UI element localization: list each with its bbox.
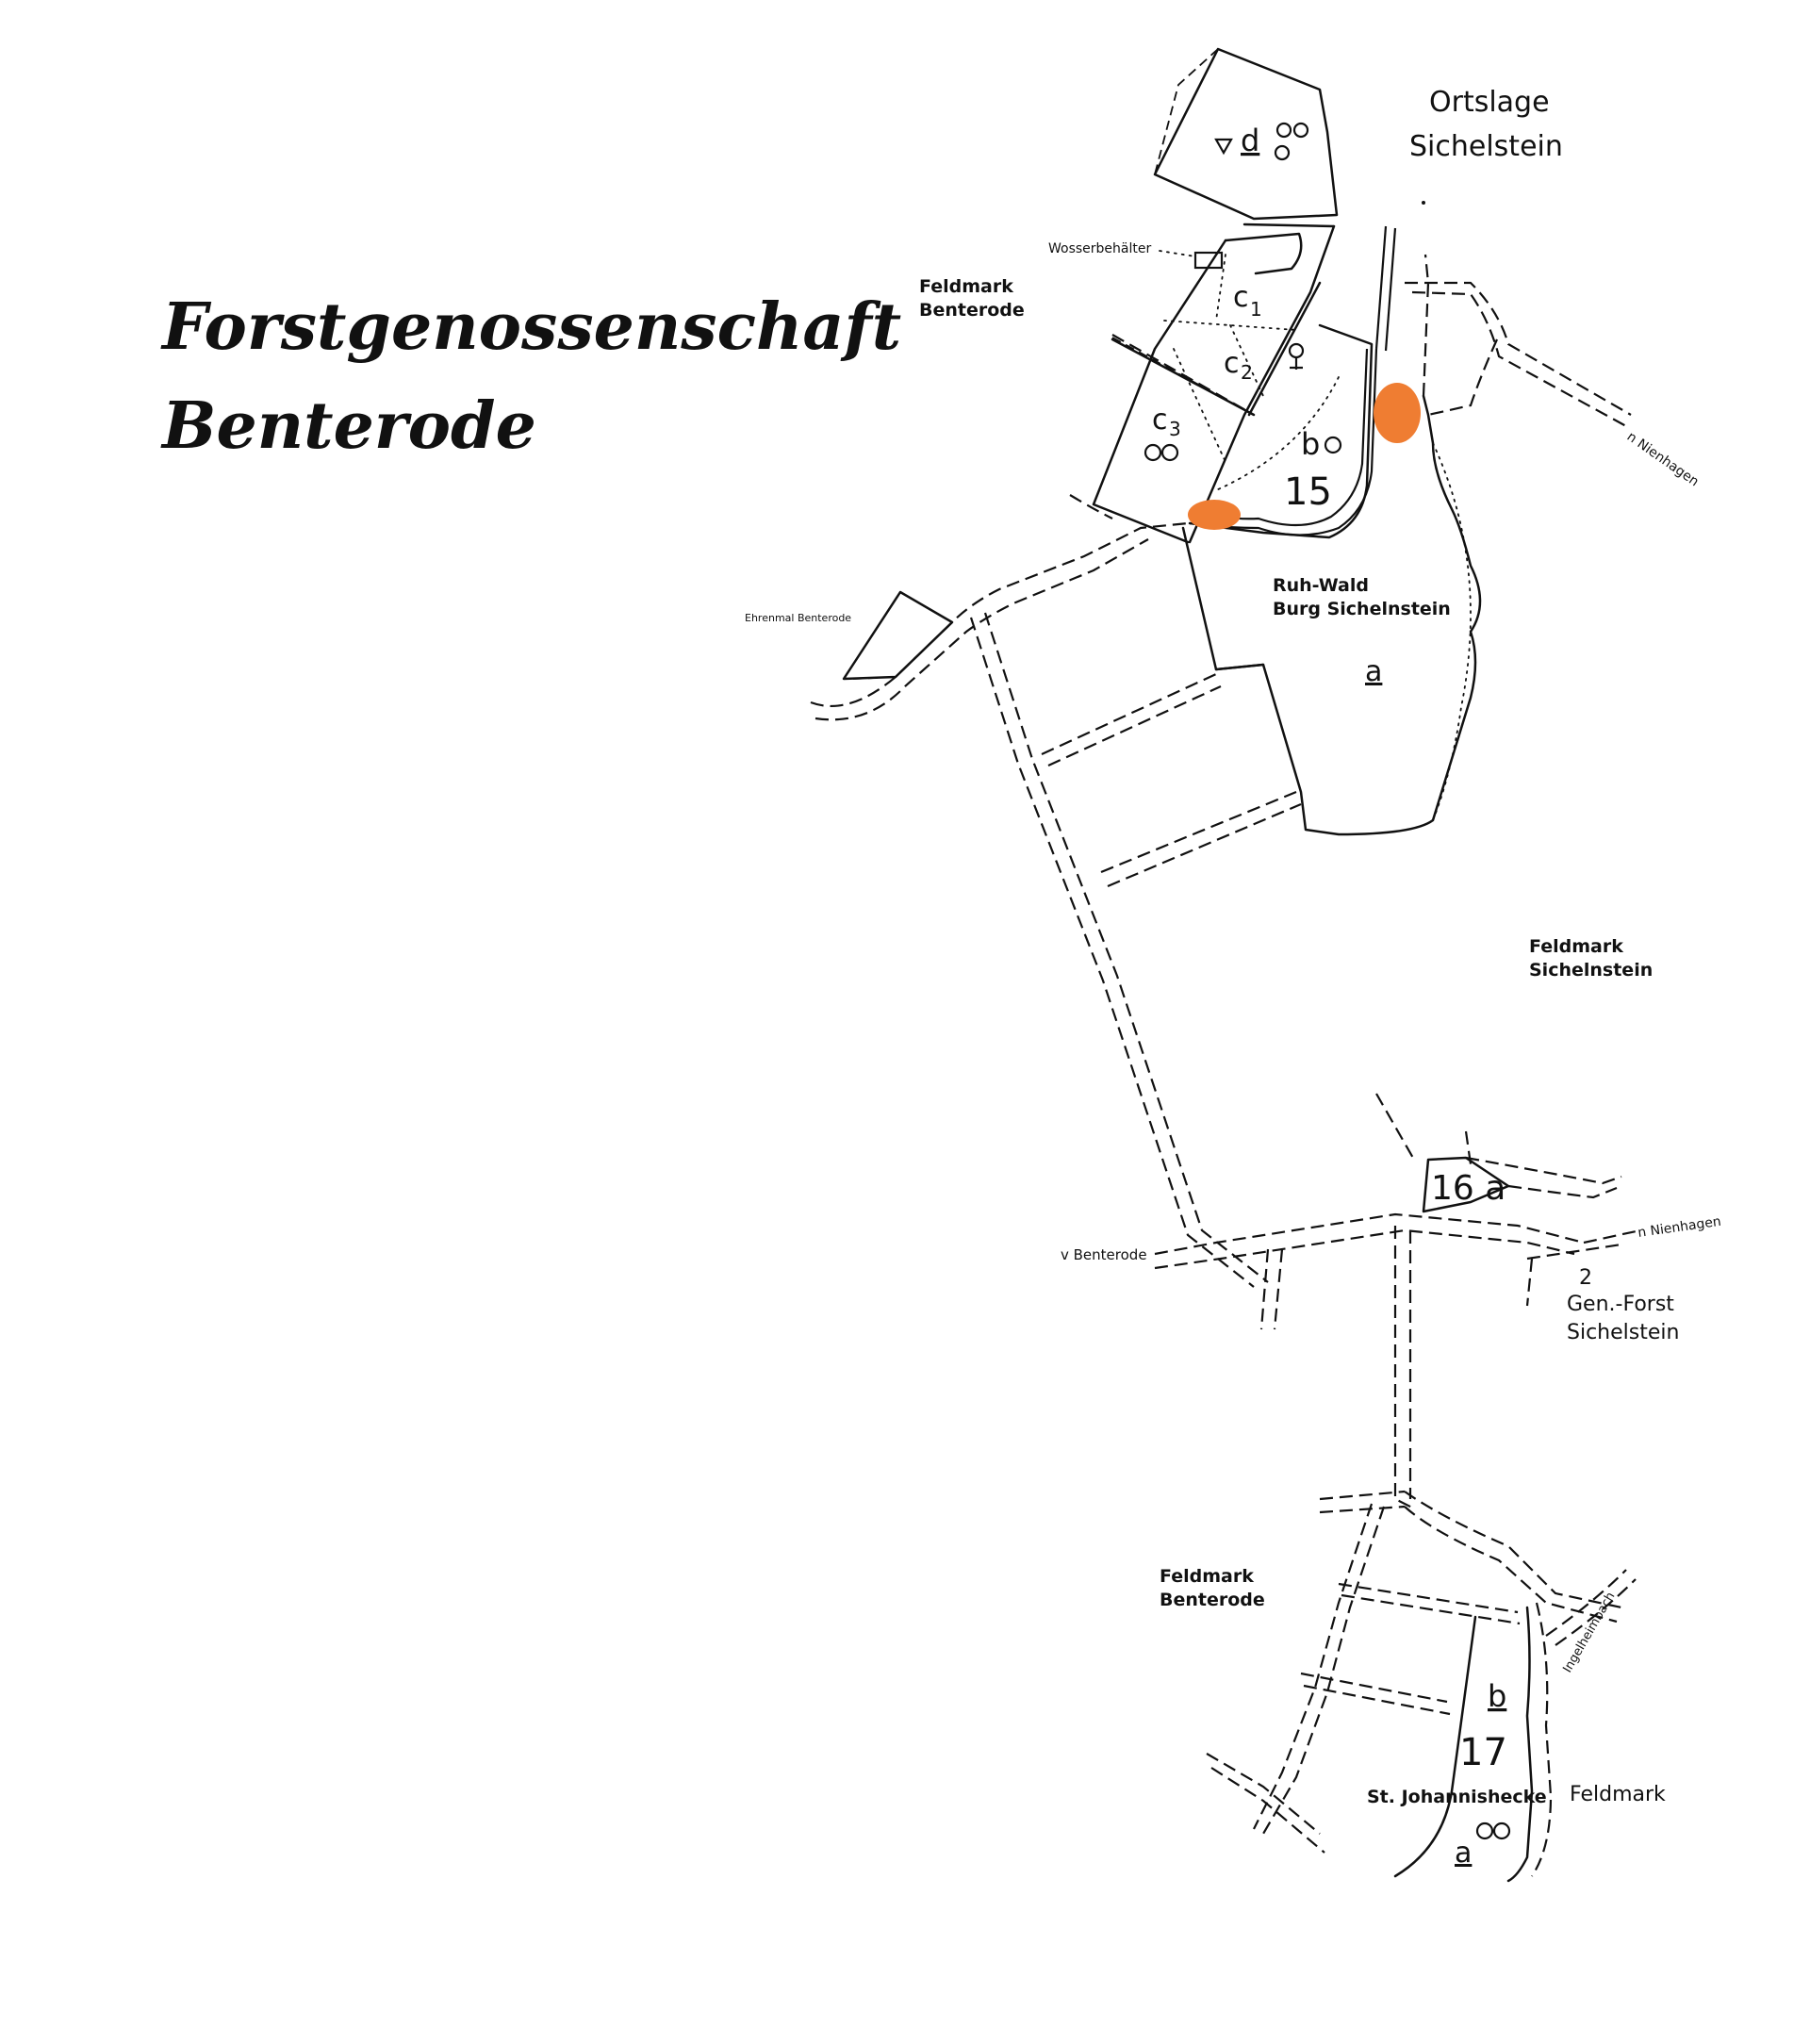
parcel-label-c1-sub: 1 — [1250, 298, 1262, 321]
map-title-line2: Benterode — [160, 388, 536, 464]
label-benterode-bottom: Benterode — [1160, 1590, 1265, 1610]
label-gen-sichelstein: Sichelstein — [1567, 1321, 1679, 1344]
label-ortslage: Ortslage — [1429, 86, 1550, 119]
label-burg-sichelnstein: Burg Sichelnstein — [1273, 599, 1451, 619]
parcel-15-boundaries — [1092, 47, 1632, 836]
label-feldmark-bottom: Feldmark — [1160, 1566, 1254, 1587]
label-v-benterode: v Benterode — [1061, 1246, 1147, 1263]
parcel-number-15: 15 — [1284, 470, 1332, 514]
parcel-label-c2: c — [1224, 347, 1240, 380]
parcel-label-a17: a — [1455, 1837, 1472, 1870]
label-benterode-top: Benterode — [919, 300, 1025, 321]
parcel-label-a15: a — [1365, 655, 1382, 688]
label-n-nienhagen-top: n Nienhagen — [1624, 429, 1702, 489]
parcel-number-16a: 16 a — [1431, 1169, 1506, 1208]
deciduous-tree-symbol-icon — [1274, 122, 1309, 161]
label-n-nienhagen-mid: n Nienhagen — [1637, 1214, 1721, 1241]
parcel-label-b17: b — [1488, 1678, 1506, 1714]
label-wasserbehaelter: Wosserbehälter — [1048, 241, 1151, 256]
label-st-johannishecke: St. Johannishecke — [1367, 1787, 1547, 1807]
parcel-17-boundaries — [1206, 1490, 1637, 1883]
label-ruh-wald: Ruh-Wald — [1273, 575, 1369, 596]
parcel-label-c2-sub: 2 — [1241, 361, 1253, 384]
map-title-line1: Forstgenossenschaft — [160, 289, 901, 365]
deciduous-tree-symbol-icon — [1324, 436, 1342, 454]
conifer-symbol-icon — [1288, 342, 1305, 370]
deciduous-tree-symbol-icon — [1475, 1821, 1511, 1840]
orange-marker-west — [1188, 500, 1241, 530]
label-ingelheimbach: Ingelheimbach — [1560, 1590, 1618, 1675]
parcel-label-c3: c — [1152, 404, 1168, 437]
parcel-number-17: 17 — [1459, 1731, 1507, 1774]
deciduous-tree-symbol-icon — [1144, 443, 1179, 462]
triangle-symbol-icon — [1214, 138, 1233, 156]
label-sichelstein-town: Sichelstein — [1409, 130, 1563, 163]
ortslage-point — [1422, 201, 1425, 205]
label-feldmark-right: Feldmark — [1570, 1783, 1666, 1806]
parcel-label-d: d — [1241, 123, 1259, 158]
parcel-label-c3-sub: 3 — [1169, 418, 1181, 440]
label-gen-forst: Gen.-Forst — [1567, 1293, 1674, 1316]
parcel-label-c1: c — [1233, 281, 1249, 314]
label-feldmark-mid: Feldmark — [1529, 936, 1623, 957]
label-gen-number: 2 — [1579, 1266, 1592, 1290]
label-ehrenmal: Ehrenmal Benterode — [745, 612, 851, 624]
label-sichelnstein-mid: Sichelnstein — [1529, 960, 1653, 981]
parcel-16a — [1422, 1156, 1622, 1213]
label-feldmark-top: Feldmark — [919, 276, 1013, 297]
water-tank-icon — [1193, 251, 1224, 270]
orange-marker-north — [1374, 383, 1421, 443]
parcel-label-b15: b — [1301, 426, 1320, 462]
road-network — [810, 494, 1641, 1509]
